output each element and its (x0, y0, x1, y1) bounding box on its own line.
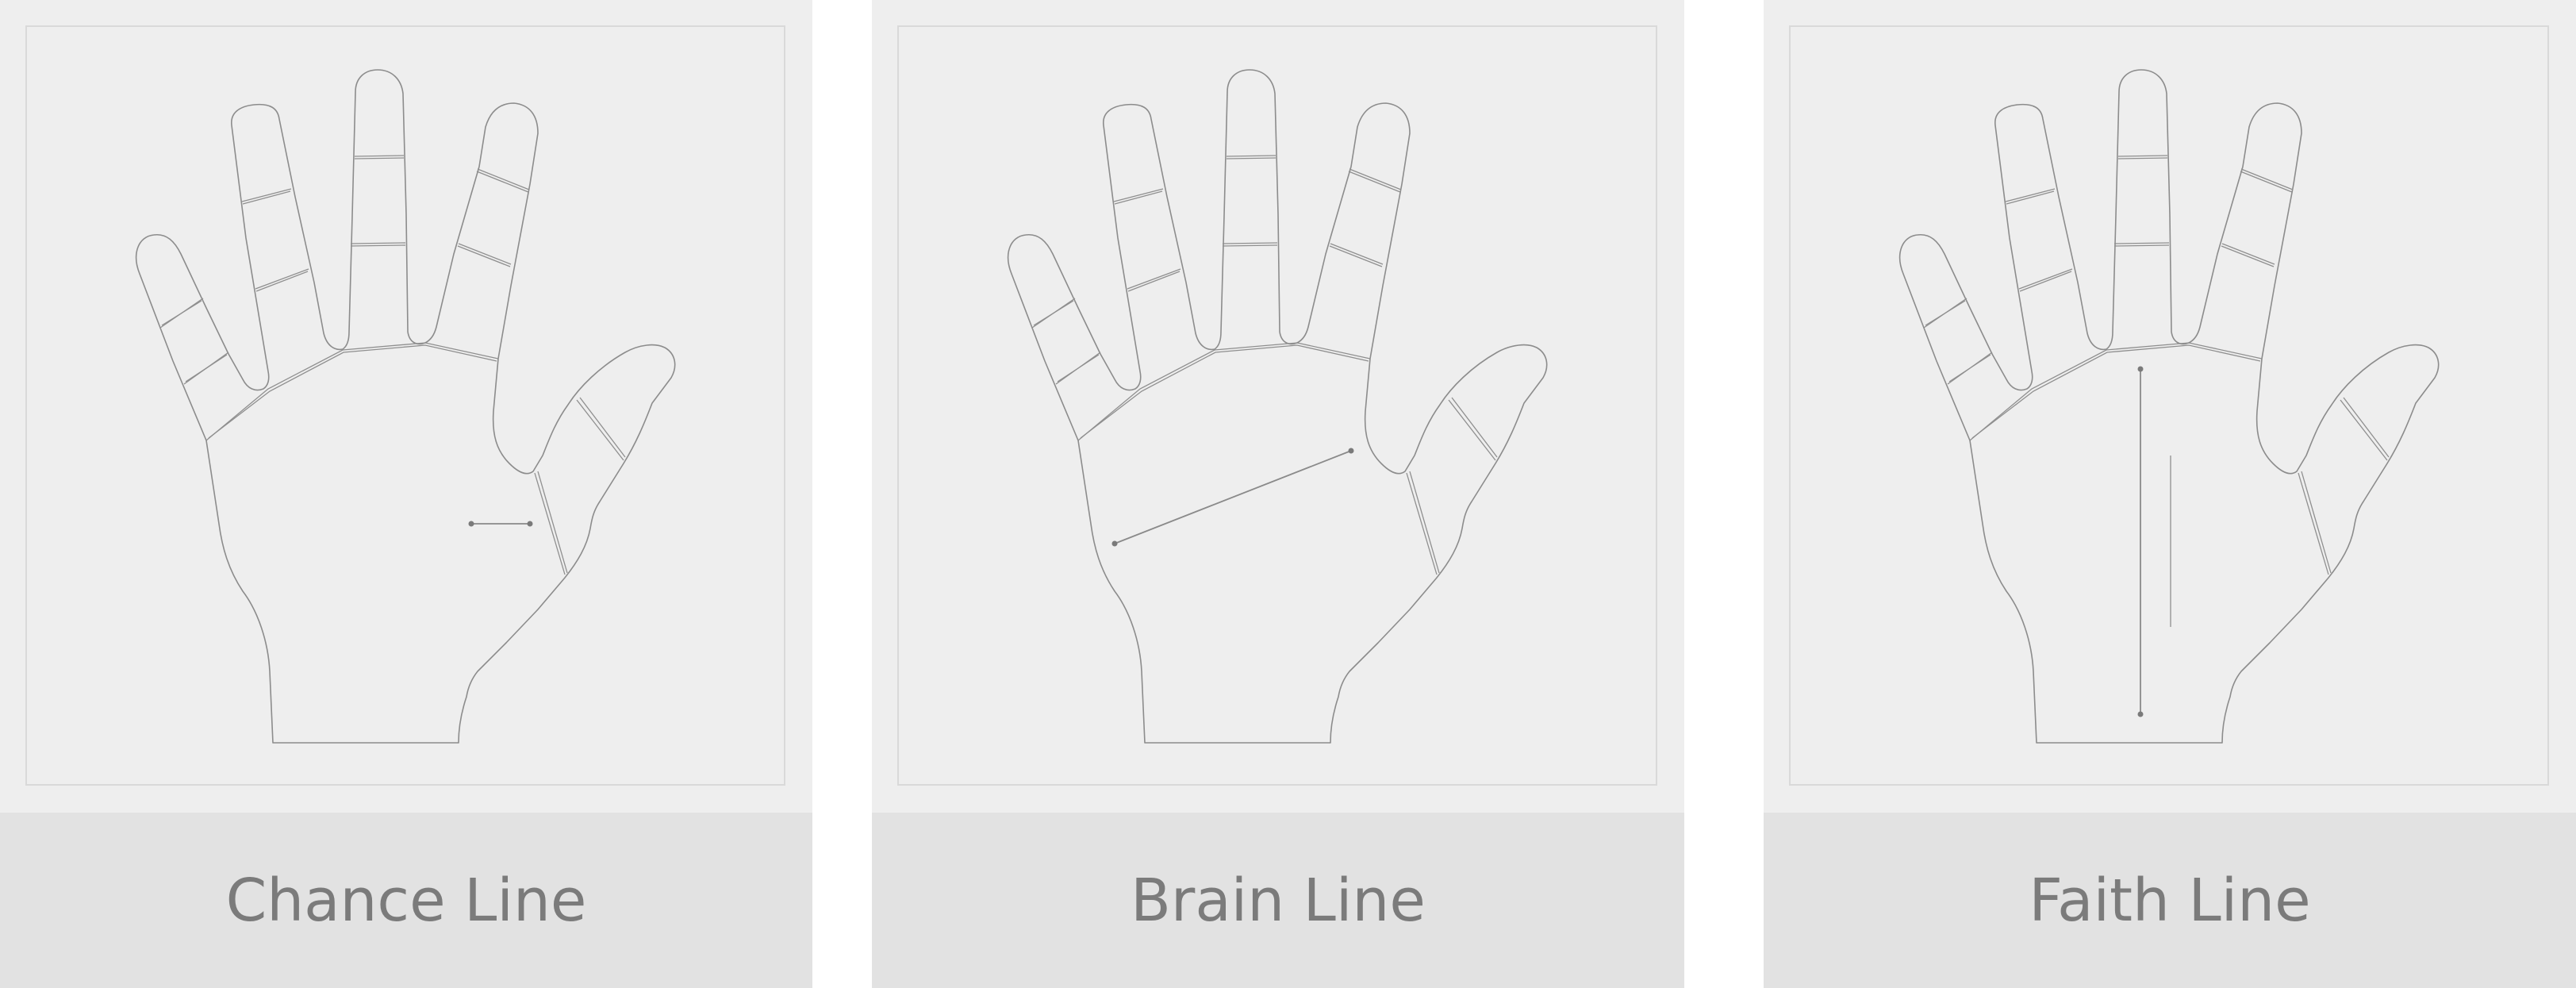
faith-line-start-dot (2137, 366, 2144, 372)
card-title: Faith Line (2029, 866, 2311, 935)
hand-illustration-faith (1898, 69, 2440, 744)
card-label-bar: Faith Line (1764, 813, 2576, 988)
brain-line-end-dot (1348, 448, 1354, 454)
image-frame (897, 25, 1657, 786)
faith-line-end-dot (2137, 711, 2144, 717)
image-frame (25, 25, 785, 786)
hand-illustration-chance (135, 69, 676, 744)
chance-line-start-dot (468, 521, 474, 527)
brain-line-start-dot (1111, 540, 1118, 547)
palm-card-chance[interactable]: Chance Line (0, 0, 812, 988)
image-frame (1789, 25, 2549, 786)
chance-line-end-dot (527, 521, 533, 527)
palm-card-faith[interactable]: Faith Line (1764, 0, 2576, 988)
card-label-bar: Chance Line (0, 813, 812, 988)
card-title: Chance Line (225, 866, 587, 935)
card-title: Brain Line (1131, 866, 1426, 935)
hand-illustration-brain (1007, 69, 1548, 744)
brain-line-mark (1114, 450, 1352, 544)
palm-card-brain[interactable]: Brain Line (872, 0, 1684, 988)
card-label-bar: Brain Line (872, 813, 1684, 988)
